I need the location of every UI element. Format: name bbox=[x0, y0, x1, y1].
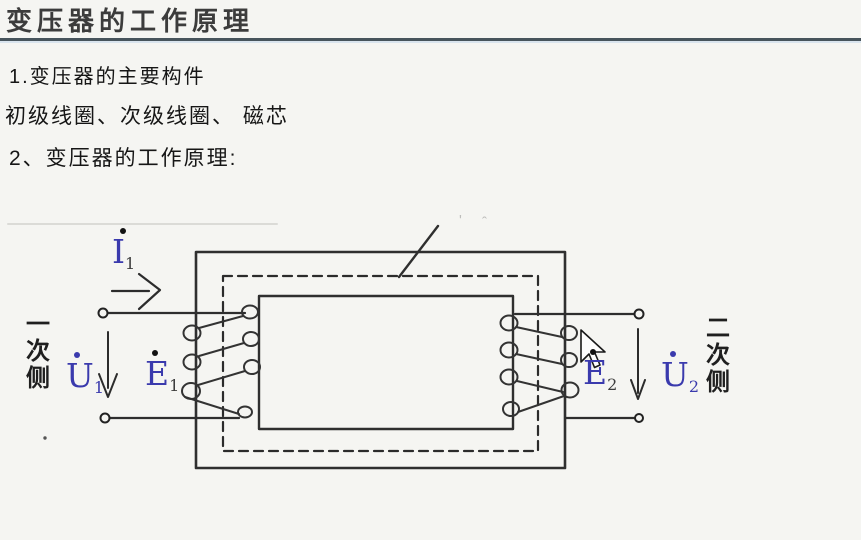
coil-turn bbox=[499, 368, 519, 386]
coil-turn bbox=[502, 401, 520, 417]
core-inner-rect bbox=[257, 294, 515, 431]
arrow-head bbox=[137, 272, 162, 311]
quantity-subscript: 1 bbox=[125, 254, 136, 273]
quantity-letter: E bbox=[145, 354, 170, 393]
terminal-secondary-bottom bbox=[634, 413, 644, 423]
label-u1: U1 bbox=[66, 352, 104, 397]
side-label-char: 次 bbox=[706, 342, 730, 369]
arrow-head bbox=[98, 373, 118, 398]
faint-mark: ' bbox=[459, 212, 462, 229]
coil-turn bbox=[241, 304, 259, 320]
stray-ink-dot bbox=[43, 436, 47, 440]
primary-coil bbox=[181, 304, 261, 419]
secondary-side-label: 二 次 侧 bbox=[701, 315, 735, 396]
terminal-primary-bottom bbox=[99, 412, 111, 424]
derivative-dot bbox=[670, 351, 676, 357]
coil-strand bbox=[198, 315, 244, 329]
faint-mark: ˆ bbox=[482, 214, 487, 231]
coil-turn bbox=[499, 314, 519, 332]
secondary-coil bbox=[499, 314, 580, 417]
label-u2: U2 bbox=[661, 351, 699, 396]
label-e2: E2 bbox=[583, 349, 617, 394]
derivative-dot bbox=[152, 350, 158, 356]
coil-turn bbox=[243, 359, 261, 375]
quantity-subscript: 2 bbox=[607, 375, 618, 394]
quantity-subscript: 1 bbox=[93, 378, 104, 397]
quantity-letter: U bbox=[66, 356, 94, 395]
label-i1: I1 bbox=[112, 228, 135, 273]
derivative-dot bbox=[120, 228, 126, 234]
terminal-primary-top bbox=[97, 307, 109, 319]
core-leader-line bbox=[397, 224, 440, 279]
voltage-arrow-u2 bbox=[630, 328, 646, 400]
derivative-dot bbox=[590, 349, 596, 355]
body-line-1: 1.变压器的主要构件 bbox=[9, 66, 206, 88]
quantity-subscript: 1 bbox=[169, 376, 180, 395]
side-label-char: 侧 bbox=[26, 365, 50, 392]
derivative-dot bbox=[74, 352, 80, 358]
voltage-arrow-u1 bbox=[98, 331, 118, 398]
page-title: 变压器的工作原理 bbox=[6, 7, 255, 37]
coil-turn bbox=[182, 324, 202, 342]
arrow-head bbox=[630, 379, 646, 400]
coil-strand bbox=[515, 326, 563, 338]
coil-strand bbox=[198, 342, 245, 357]
coil-turn bbox=[242, 331, 260, 347]
coil-turn bbox=[560, 352, 578, 368]
terminal-secondary-top bbox=[633, 308, 645, 320]
primary-side-label: 一 次 侧 bbox=[21, 311, 55, 392]
quantity-subscript: 2 bbox=[688, 377, 699, 396]
core-dashed-rect bbox=[221, 274, 540, 453]
body-line-2: 初级线圈、次级线圈、 磁芯 bbox=[5, 105, 289, 128]
side-label-char: 次 bbox=[26, 338, 50, 365]
coil-strand bbox=[516, 380, 564, 393]
side-label-char: 二 bbox=[706, 315, 730, 342]
coil-turn bbox=[499, 341, 519, 359]
coil-strand bbox=[515, 353, 563, 365]
core-outer-rect bbox=[194, 250, 567, 470]
quantity-letter: U bbox=[661, 355, 689, 394]
coil-strand bbox=[197, 370, 246, 386]
label-e1: E1 bbox=[145, 350, 179, 395]
side-label-char: 一 bbox=[26, 311, 50, 338]
side-label-char: 侧 bbox=[706, 369, 730, 396]
title-underline-dark bbox=[0, 38, 861, 41]
title-underline bbox=[0, 38, 861, 43]
coil-turn bbox=[182, 353, 202, 371]
quantity-letter: I bbox=[112, 232, 126, 271]
coil-turn bbox=[560, 325, 578, 341]
current-arrow-i1 bbox=[110, 272, 162, 311]
coil-strand bbox=[517, 395, 565, 413]
coil-strand bbox=[184, 396, 240, 415]
body-line-3: 2、变压器的工作原理: bbox=[9, 147, 238, 170]
title-underline-light bbox=[0, 41, 861, 43]
mouse-cursor-icon bbox=[580, 329, 606, 369]
coil-turn bbox=[237, 405, 253, 419]
coil-turn bbox=[560, 381, 580, 399]
quantity-letter: E bbox=[583, 353, 608, 392]
